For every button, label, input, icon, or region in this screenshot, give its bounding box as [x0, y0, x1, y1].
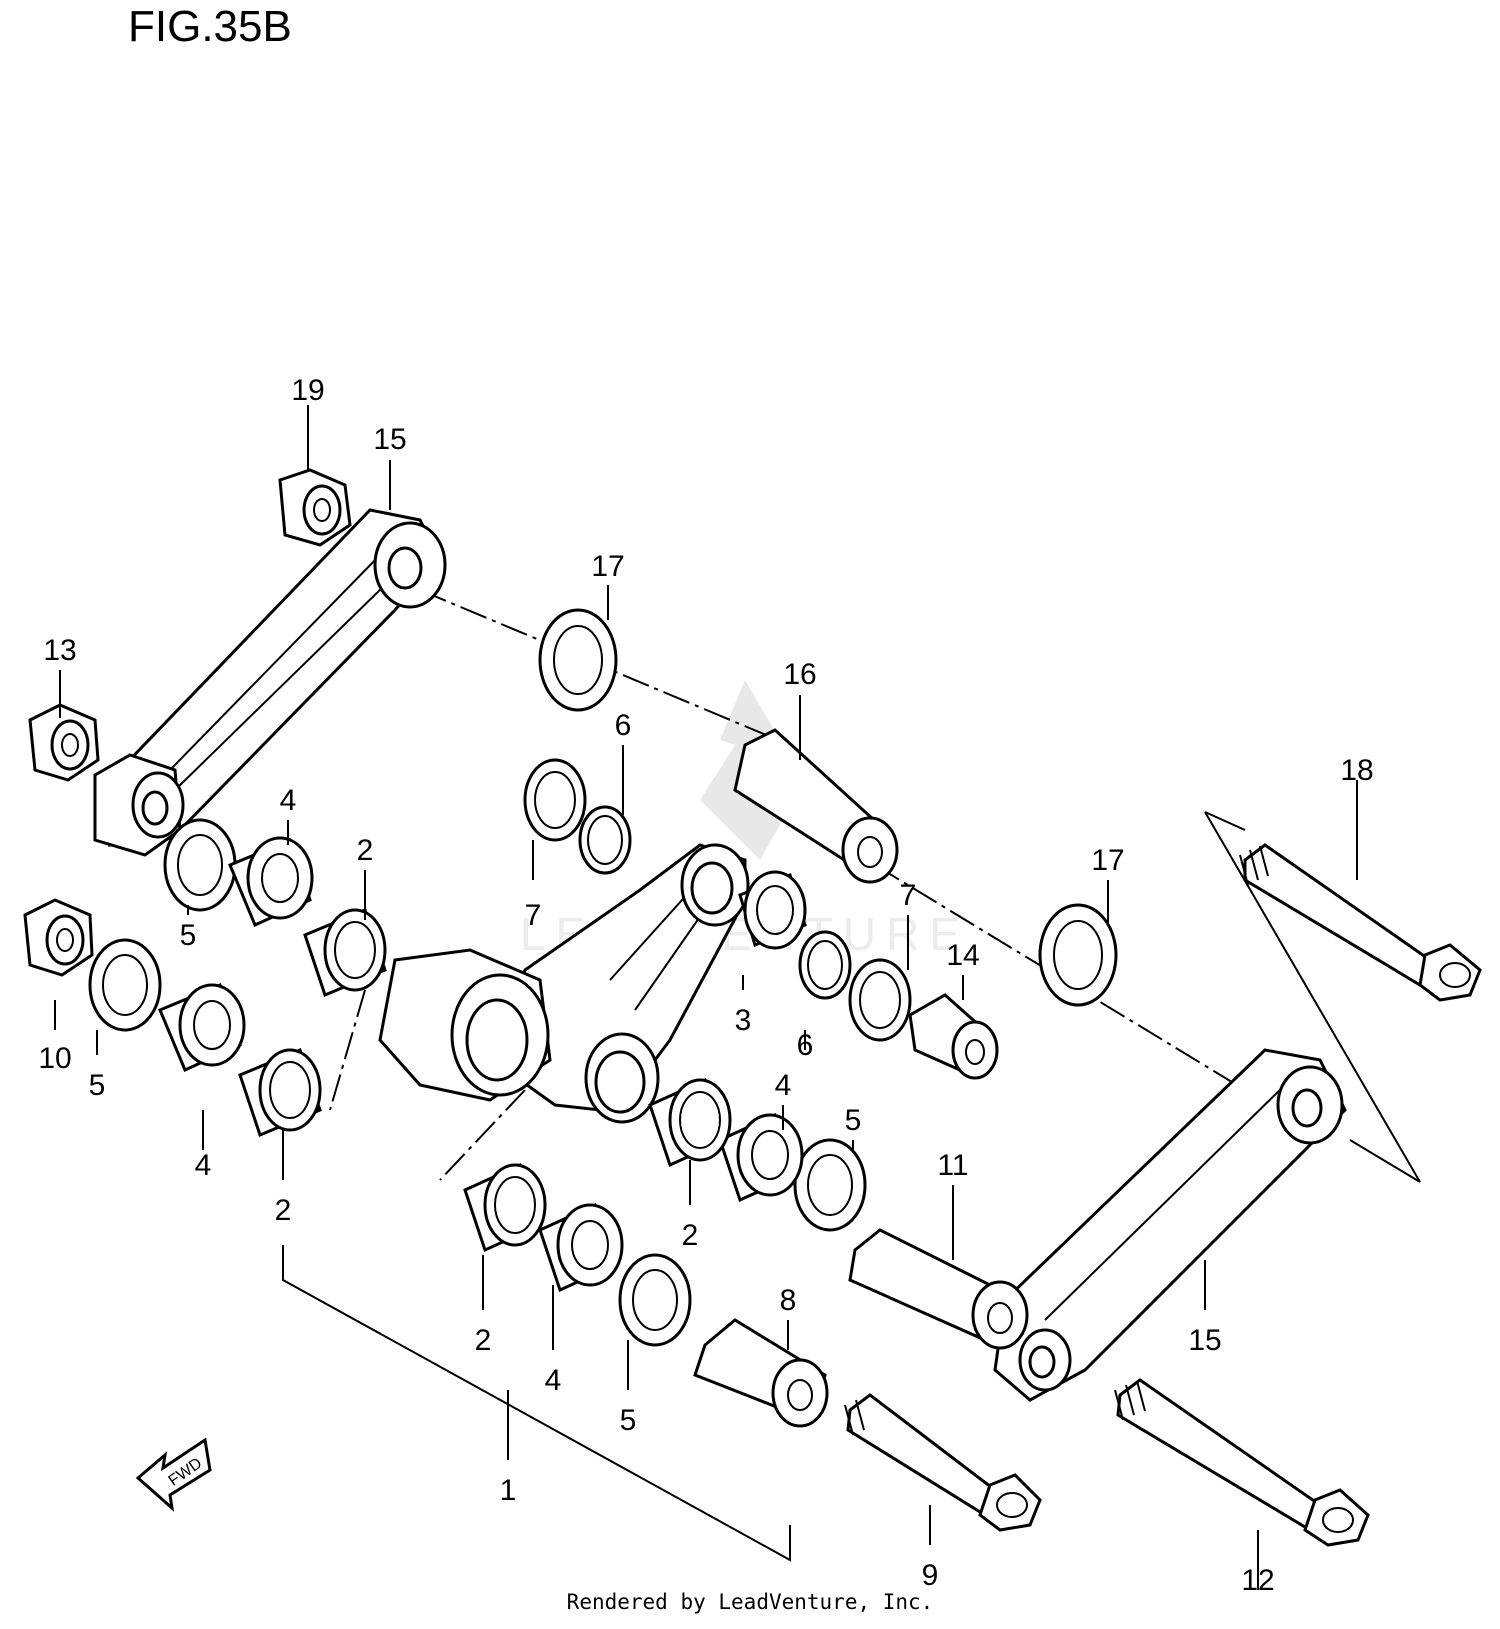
ring-7a: [523, 758, 587, 842]
callout-9: 9: [922, 1559, 939, 1592]
cushion-lever: [378, 843, 750, 1124]
ring-6b: [798, 930, 852, 1000]
callout-5-left: 5: [89, 1069, 106, 1102]
figure-title: FIG.35B: [128, 2, 292, 51]
callout-19: 19: [291, 374, 324, 407]
callout-15-lower: 15: [1188, 1324, 1221, 1357]
callout-6-lower: 6: [797, 1029, 814, 1062]
bearing-4b: [158, 982, 246, 1073]
nut-10: [23, 898, 94, 977]
callout-18: 18: [1340, 754, 1373, 787]
callout-2-upper: 2: [357, 834, 374, 867]
callout-5-bottom: 5: [620, 1404, 637, 1437]
callout-4-right: 4: [775, 1069, 792, 1102]
bushing-2a: [303, 907, 387, 998]
oil-seal-5a: [163, 818, 237, 912]
callout-5-right: 5: [845, 1104, 862, 1137]
bolt-9: [844, 1393, 1042, 1532]
callout-4-left: 4: [195, 1149, 212, 1182]
bearing-4a: [228, 836, 314, 928]
callout-1: 1: [500, 1474, 517, 1507]
spacer-11: [848, 1228, 1029, 1350]
bolt-12: [1114, 1378, 1370, 1547]
callout-7-left: 7: [525, 899, 542, 932]
callout-3: 3: [735, 1004, 752, 1037]
callout-7-right: 7: [900, 879, 917, 912]
washer-17-upper: [538, 608, 618, 712]
bearing-4c: [718, 1112, 804, 1203]
washer-17-lower: [1038, 903, 1118, 1007]
callout-17-lower: 17: [1091, 844, 1124, 877]
callout-4-bottom: 4: [545, 1364, 562, 1397]
collar-14: [908, 993, 999, 1080]
nut-19: [278, 468, 352, 547]
callout-11: 11: [937, 1149, 968, 1182]
callout-2-right: 2: [682, 1219, 699, 1252]
callout-6-upper: 6: [615, 709, 632, 742]
callout-14: 14: [946, 939, 979, 972]
callout-13: 13: [43, 634, 76, 667]
callout-8: 8: [780, 1284, 797, 1317]
bushing-2c: [648, 1077, 732, 1168]
bushing-2b: [238, 1047, 322, 1138]
oil-seal-5b: [88, 938, 162, 1032]
ring-6a: [578, 805, 632, 875]
bearing-4d: [538, 1202, 624, 1293]
callout-labels: 19 15 17 13 16 6 18 4 2 7 17 5 7 14 10 3…: [38, 374, 1373, 1597]
callout-16: 16: [783, 658, 816, 691]
oil-seal-5d: [618, 1253, 692, 1347]
link-rod-lower: [993, 1048, 1347, 1402]
callout-15-upper: 15: [373, 423, 406, 456]
callout-4-upper: 4: [280, 784, 297, 817]
nut-13: [28, 703, 100, 782]
leader-lines: [54, 405, 1358, 1590]
callout-17-upper: 17: [591, 550, 624, 583]
bolt-18: [1239, 843, 1482, 1002]
callout-5-upper: 5: [180, 919, 197, 952]
callout-2-bottom: 2: [475, 1324, 492, 1357]
oil-seal-5c: [793, 1138, 867, 1232]
bolt-18-bracket: [1204, 811, 1421, 1183]
bushing-2d: [463, 1162, 547, 1253]
sleeve-16: [733, 728, 899, 884]
spacer-8: [693, 1318, 829, 1428]
fwd-arrow-icon: FWD: [135, 1437, 212, 1512]
link-rod-upper: [93, 508, 447, 857]
callout-10: 10: [38, 1042, 71, 1075]
callout-12: 12: [1241, 1564, 1274, 1597]
bearing-3: [738, 870, 807, 950]
callout-2-left: 2: [275, 1194, 292, 1227]
ring-7b: [848, 958, 912, 1042]
render-credit: Rendered by LeadVenture, Inc.: [566, 1590, 934, 1614]
